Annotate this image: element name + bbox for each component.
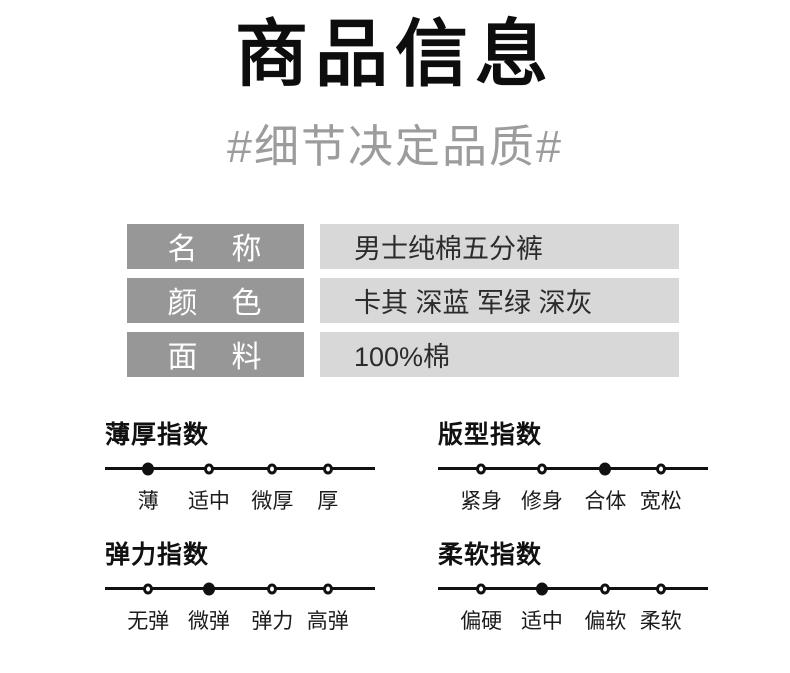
index-labels: 偏硬适中偏软柔软 — [438, 605, 708, 633]
index-line — [105, 467, 375, 471]
index-dot-selected — [142, 462, 155, 476]
index-track — [105, 458, 375, 480]
index-option-label: 无弹 — [127, 609, 170, 633]
index-dot — [655, 583, 666, 595]
table-row: 颜 色 卡其 深蓝 军绿 深灰 — [127, 277, 679, 323]
index-dot — [203, 463, 214, 475]
index-option-label: 偏软 — [584, 609, 627, 633]
index-option-label: 适中 — [520, 609, 563, 633]
index-option-label: 弹力 — [251, 609, 294, 633]
table-row: 名 称 男士纯棉五分裤 — [127, 223, 679, 269]
index-dot-selected — [202, 582, 215, 596]
index-track — [438, 578, 708, 600]
index-line — [105, 587, 375, 591]
row-value-cell: 男士纯棉五分裤 — [320, 223, 679, 269]
index-dot — [476, 583, 487, 595]
row-label-cell: 颜 色 — [127, 277, 304, 323]
page-subtitle: #细节决定品质# — [226, 120, 564, 172]
index-block: 柔软指数 偏硬适中偏软柔软 — [438, 540, 708, 633]
index-option-label: 厚 — [317, 489, 339, 513]
index-dot-selected — [599, 462, 612, 476]
index-dot — [267, 463, 278, 475]
index-option-label: 宽松 — [639, 489, 682, 513]
index-option-label: 修身 — [520, 489, 563, 513]
index-block: 弹力指数 无弹微弹弹力高弹 — [105, 540, 375, 633]
index-title: 版型指数 — [438, 420, 543, 449]
index-option-label: 薄 — [137, 489, 159, 513]
index-dot — [655, 463, 666, 475]
index-option-label: 偏硬 — [460, 609, 503, 633]
index-option-label: 紧身 — [460, 489, 503, 513]
index-dot — [322, 463, 333, 475]
index-title: 薄厚指数 — [105, 420, 210, 449]
index-line — [438, 467, 708, 471]
table-row: 面 料 100%棉 — [127, 331, 679, 377]
row-label-cell: 名 称 — [127, 223, 304, 269]
index-option-label: 柔软 — [639, 609, 682, 633]
index-title: 弹力指数 — [105, 540, 210, 569]
index-dot — [143, 583, 154, 595]
product-info-table: 名 称 男士纯棉五分裤 颜 色 卡其 深蓝 军绿 深灰 面 料 100%棉 — [127, 223, 679, 377]
index-option-label: 合体 — [584, 489, 627, 513]
index-option-label: 微厚 — [251, 489, 294, 513]
row-label-cell: 面 料 — [127, 331, 304, 377]
index-option-label: 适中 — [187, 489, 230, 513]
index-grid: 薄厚指数 薄适中微厚厚 版型指数 紧身修身合体宽松 弹力指数 无弹微弹弹力高弹 … — [105, 420, 790, 633]
index-dot — [267, 583, 278, 595]
index-dot-selected — [535, 582, 548, 596]
index-block: 版型指数 紧身修身合体宽松 — [438, 420, 708, 513]
index-dot — [536, 463, 547, 475]
index-labels: 薄 适中微厚厚 — [105, 485, 375, 513]
index-dot — [322, 583, 333, 595]
index-option-label: 高弹 — [306, 609, 349, 633]
page-title: 商品信息 — [235, 14, 555, 95]
index-labels: 紧身修身合体宽松 — [438, 485, 708, 513]
index-dot — [600, 583, 611, 595]
row-value-cell: 100%棉 — [320, 331, 679, 377]
index-title: 柔软指数 — [438, 540, 543, 569]
index-labels: 无弹微弹弹力高弹 — [105, 605, 375, 633]
index-track — [438, 458, 708, 480]
index-option-label: 微弹 — [187, 609, 230, 633]
index-block: 薄厚指数 薄 适中微厚厚 — [105, 420, 375, 513]
index-track — [105, 578, 375, 600]
index-line — [438, 587, 708, 591]
index-dot — [476, 463, 487, 475]
row-value-cell: 卡其 深蓝 军绿 深灰 — [320, 277, 679, 323]
